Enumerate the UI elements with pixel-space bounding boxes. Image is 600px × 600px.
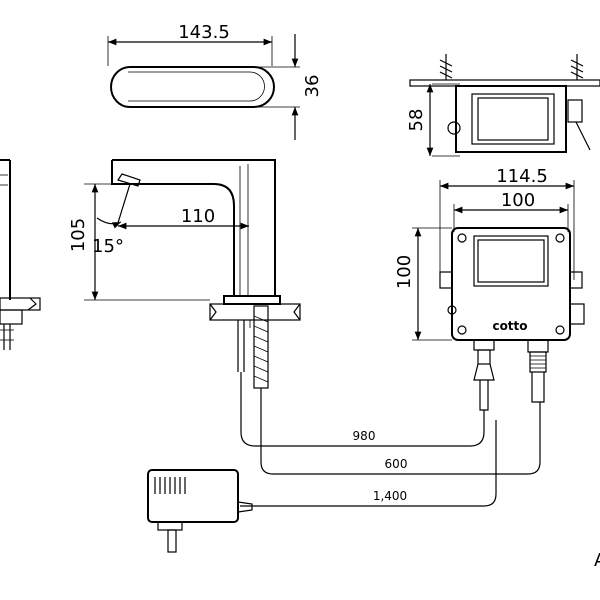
brand-logo: cotto — [492, 319, 527, 333]
faucet-reach-label: 110 — [181, 206, 215, 227]
box-depth-label: 58 — [406, 109, 427, 132]
hose-b-length: 600 — [385, 457, 408, 471]
spout-width-label: 143.5 — [178, 22, 230, 43]
spout-top-view: 143.5 36 — [107, 22, 323, 140]
box-inner-width-label: 100 — [501, 190, 535, 211]
power-adapter — [147, 469, 253, 553]
faucet-height-label: 105 — [68, 218, 89, 252]
box-height-label: 100 — [394, 255, 415, 289]
faucet-side-view: 105 15° 110 — [68, 159, 301, 389]
cable-routing: 980 600 1,400 — [240, 372, 541, 507]
box-outer-width-label: 114.5 — [496, 166, 548, 187]
control-box-front-view: 114.5 100 100 cotto — [394, 166, 585, 411]
hose-a-length: 980 — [353, 429, 376, 443]
left-partial-faucet-view — [0, 159, 41, 350]
angle-label: 15° — [92, 236, 124, 257]
control-box-side-view: 58 — [406, 54, 600, 157]
power-cord-length: 1,400 — [373, 489, 407, 503]
corner-letter: A — [594, 550, 600, 571]
spout-outline — [110, 66, 275, 108]
spout-height-label: 36 — [302, 75, 323, 98]
